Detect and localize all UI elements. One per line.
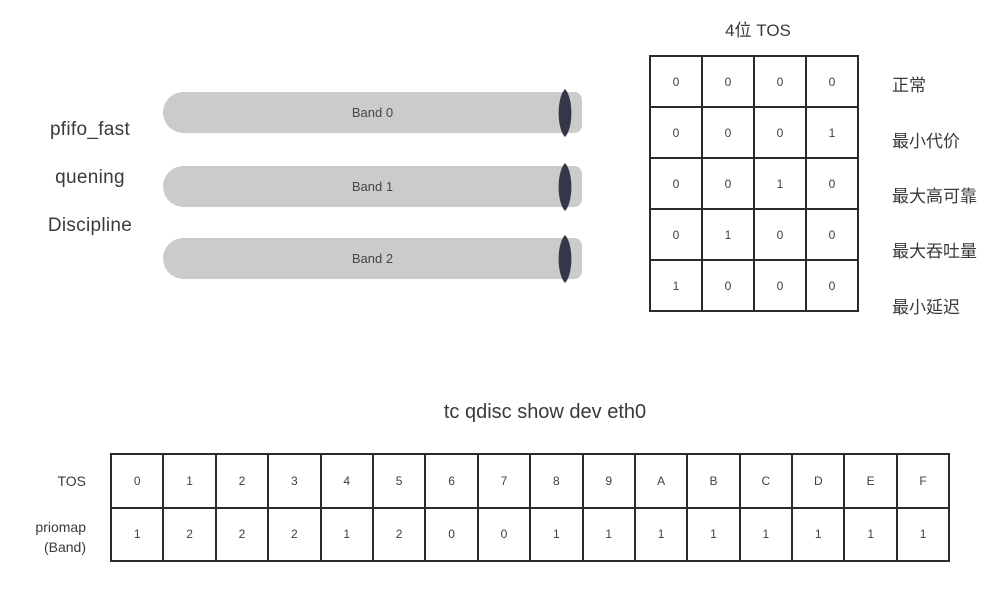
- tos-row-header: TOS: [57, 473, 86, 489]
- band-0-cylinder: Band 0: [163, 88, 582, 137]
- tos-value-cell: F: [895, 453, 951, 509]
- qdisc-name-line-1: pfifo_fast: [49, 119, 131, 140]
- tos-bit-cell: 0: [649, 157, 703, 210]
- band-1-cylinder: Band 1: [163, 162, 582, 211]
- priomap-value-cell: 0: [424, 506, 479, 562]
- tos-bit-cell: 0: [805, 208, 859, 261]
- priomap-row-labels: TOS priomap (Band): [0, 453, 86, 565]
- tos-value-cell: E: [843, 453, 898, 509]
- tos-row-labels: 正常 最小代价 最大高可靠 最大吞吐量 最小延迟: [892, 56, 977, 333]
- priomap-value-cell: 1: [633, 506, 689, 562]
- band-2-label: Band 2: [351, 251, 394, 266]
- table-row: 0 1 2 3 4 5 6 7 8 9 A B C D E F: [109, 453, 951, 509]
- tos-value-cell: 2: [214, 453, 270, 509]
- tos-value-cell: C: [738, 453, 794, 509]
- cylinder-cap-icon: [558, 88, 572, 137]
- tos-bit-cell: 0: [753, 106, 807, 159]
- priomap-value-cell: 1: [738, 506, 794, 562]
- tos-bit-cell: 0: [805, 55, 859, 108]
- tos-value-cell: A: [633, 453, 689, 509]
- tos-bit-cell: 0: [753, 55, 807, 108]
- tos-value-cell: 0: [109, 453, 165, 509]
- priomap-row-label-tos: TOS: [0, 453, 86, 509]
- tos-bit-cell: 0: [805, 259, 859, 312]
- table-row: 1 0 0 0: [649, 259, 859, 312]
- tos-row-label-normal: 正常: [892, 76, 926, 96]
- tos-table-title: 4位 TOS: [725, 21, 791, 40]
- table-row: 0 0 0 0: [649, 55, 859, 108]
- priomap-value-cell: 1: [843, 506, 898, 562]
- priomap-title: tc qdisc show dev eth0: [443, 401, 647, 423]
- tos-bit-cell: 1: [701, 208, 755, 261]
- priomap-value-cell: 0: [476, 506, 532, 562]
- tos-bit-cell: 0: [649, 55, 703, 108]
- tos-value-cell: 3: [267, 453, 322, 509]
- tos-bit-cell: 1: [753, 157, 807, 210]
- tos-bits-table: 0 0 0 0 0 0 0 1 0 0 1 0 0 1 0 0: [649, 55, 859, 312]
- priomap-value-cell: 1: [686, 506, 741, 562]
- priomap-table: 0 1 2 3 4 5 6 7 8 9 A B C D E F 1 2 2: [109, 453, 951, 562]
- qdisc-name-line-2: quening: [55, 167, 125, 188]
- tos-bit-cell: 0: [753, 208, 807, 261]
- tos-bit-cell: 0: [701, 106, 755, 159]
- tos-value-cell: 8: [529, 453, 584, 509]
- band-0-label: Band 0: [351, 105, 394, 120]
- priomap-value-cell: 1: [319, 506, 374, 562]
- tos-value-cell: 7: [476, 453, 532, 509]
- table-row: 0 0 0 1: [649, 106, 859, 159]
- table-row: 1 2 2 2 1 2 0 0 1 1 1 1 1 1 1 1: [109, 506, 951, 562]
- tos-row-label-min-delay: 最小延迟: [892, 297, 960, 317]
- tos-bit-cell: 0: [753, 259, 807, 312]
- qdisc-name-line-3: Discipline: [47, 215, 133, 236]
- band-1-label: Band 1: [351, 179, 394, 194]
- priomap-value-cell: 2: [267, 506, 322, 562]
- tos-row-label-max-throughput: 最大吞吐量: [892, 242, 977, 262]
- tos-row-label-min-cost: 最小代价: [892, 131, 960, 151]
- priomap-row-label-priomap: priomap (Band): [0, 509, 86, 565]
- priomap-value-cell: 2: [162, 506, 217, 562]
- tos-value-cell: 6: [424, 453, 479, 509]
- tos-value-cell: 4: [319, 453, 374, 509]
- priomap-value-cell: 1: [581, 506, 636, 562]
- priomap-value-cell: 1: [529, 506, 584, 562]
- cylinder-cap-icon: [558, 234, 572, 283]
- qdisc-name-block: pfifo_fast quening Discipline: [15, 106, 165, 250]
- tos-row-label-max-reliability: 最大高可靠: [892, 186, 977, 206]
- priomap-row-header: priomap: [35, 519, 86, 535]
- priomap-value-cell: 1: [895, 506, 951, 562]
- tos-value-cell: 1: [162, 453, 217, 509]
- priomap-value-cell: 1: [791, 506, 846, 562]
- table-row: 0 0 1 0: [649, 157, 859, 210]
- tos-bit-cell: 0: [701, 259, 755, 312]
- tos-bit-cell: 1: [649, 259, 703, 312]
- band-2-cylinder: Band 2: [163, 234, 582, 283]
- tos-value-cell: B: [686, 453, 741, 509]
- tos-value-cell: 9: [581, 453, 636, 509]
- tos-value-cell: 5: [371, 453, 427, 509]
- tos-bit-cell: 0: [701, 157, 755, 210]
- tos-bit-cell: 0: [701, 55, 755, 108]
- tos-bit-cell: 1: [805, 106, 859, 159]
- tos-bit-cell: 0: [649, 106, 703, 159]
- tos-bit-cell: 0: [649, 208, 703, 261]
- tos-value-cell: D: [791, 453, 846, 509]
- priomap-value-cell: 2: [371, 506, 427, 562]
- priomap-value-cell: 1: [109, 506, 165, 562]
- tos-bit-cell: 0: [805, 157, 859, 210]
- priomap-value-cell: 2: [214, 506, 270, 562]
- cylinder-cap-icon: [558, 162, 572, 211]
- priomap-band-row-header: (Band): [43, 539, 86, 555]
- table-row: 0 1 0 0: [649, 208, 859, 261]
